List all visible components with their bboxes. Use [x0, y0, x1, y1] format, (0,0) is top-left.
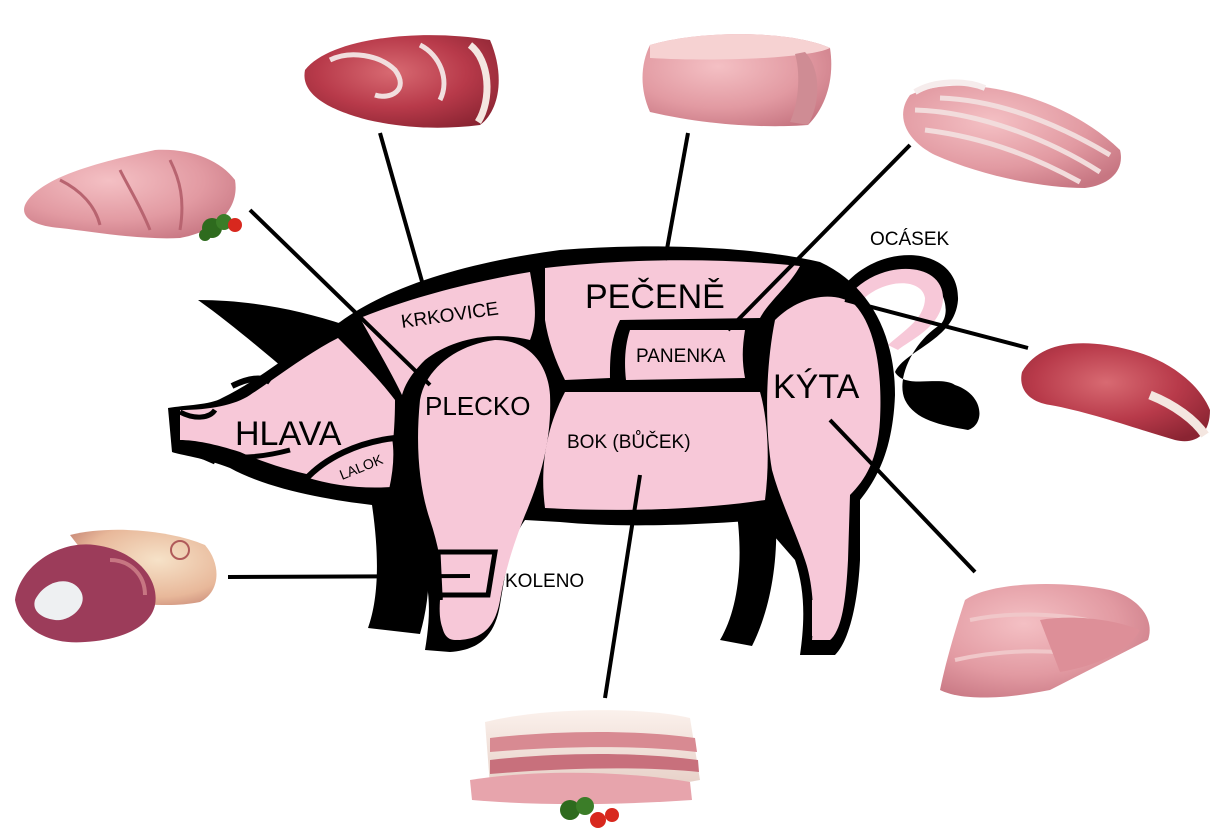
meat-cut-image [903, 82, 1121, 188]
label-ocasek: OCÁSEK [870, 229, 950, 250]
label-plecko: PLECKO [425, 391, 531, 421]
line-koleno [228, 576, 470, 577]
meat-cut-image [304, 35, 498, 128]
label-bok: BOK (BŮČEK) [567, 431, 691, 453]
line-krkovice [380, 133, 423, 285]
label-panenka: PANENKA [636, 346, 726, 367]
line-pecene [665, 133, 688, 260]
meat-cut-image [24, 150, 242, 241]
meat-cut-image [15, 530, 216, 643]
label-pecene: PEČENĚ [585, 278, 725, 316]
meat-cut-image [470, 710, 700, 828]
meat-cut-image [643, 34, 832, 126]
label-hlava: HLAVA [235, 415, 342, 453]
meat-cut-image [940, 584, 1150, 697]
kyta-region [767, 297, 880, 640]
meat-cut-image [1021, 343, 1210, 441]
label-kyta: KÝTA [773, 368, 860, 406]
koleno-region [438, 552, 495, 595]
label-koleno: KOLENO [505, 571, 584, 592]
